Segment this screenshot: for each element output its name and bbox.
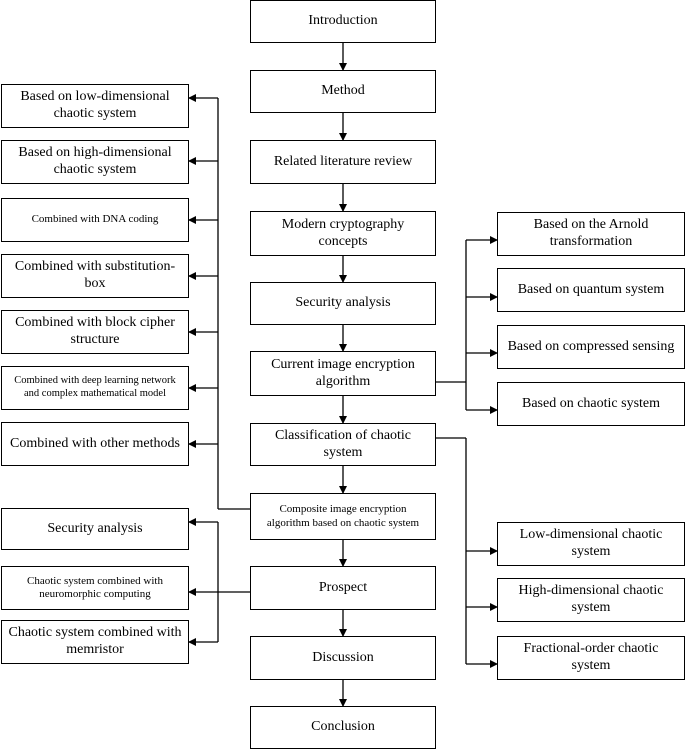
modern-cryptography-label: Modern cryptography concepts: [281, 216, 405, 249]
method-label: Method: [321, 83, 365, 99]
classification-label: Classification of chaotic system: [274, 427, 412, 460]
deep-learning-label: Combined with deep learning network and …: [14, 375, 176, 399]
introduction-label: Introduction: [308, 13, 378, 29]
low-dimensional-chaotic-box: Low-dimensional chaotic system: [497, 522, 685, 566]
quantum-label: Based on quantum system: [517, 281, 665, 297]
dna-coding-label: Combined with DNA coding: [31, 213, 159, 226]
composite-algorithm-box: Composite image encryption algorithm bas…: [250, 493, 436, 540]
compressed-sensing-label: Based on compressed sensing: [507, 338, 675, 354]
composite-algorithm-label: Composite image encryption algorithm bas…: [266, 503, 420, 529]
high-dimensional-based-label: Based on high-dimensional chaotic system: [18, 145, 172, 177]
high-dimensional-chaotic-label: High-dimensional chaotic system: [518, 583, 664, 615]
discussion-label: Discussion: [312, 649, 374, 665]
chaotic-based-box: Based on chaotic system: [497, 382, 685, 426]
other-methods-box: Combined with other methods: [1, 422, 189, 466]
fractional-order-chaotic-box: Fractional-order chaotic system: [497, 636, 685, 680]
method-box: Method: [250, 70, 436, 113]
block-cipher-box: Combined with block cipher structure: [1, 310, 189, 354]
quantum-box: Based on quantum system: [497, 268, 685, 312]
discussion-box: Discussion: [250, 636, 436, 680]
fractional-order-chaotic-label: Fractional-order chaotic system: [523, 641, 659, 673]
arnold-label: Based on the Arnold transformation: [533, 217, 649, 249]
modern-cryptography-box: Modern cryptography concepts: [250, 211, 436, 256]
high-dimensional-based-box: Based on high-dimensional chaotic system: [1, 140, 189, 184]
current-algorithm-label: Current image encryption algorithm: [271, 356, 415, 389]
literature-review-label: Related literature review: [273, 153, 413, 169]
substitution-box-label: Combined with substitution-box: [14, 259, 176, 291]
prospect-security-box: Security analysis: [1, 508, 189, 550]
dna-coding-box: Combined with DNA coding: [1, 198, 189, 242]
low-dimensional-chaotic-label: Low-dimensional chaotic system: [519, 527, 663, 559]
neuromorphic-label: Chaotic system combined with neuromorphi…: [27, 574, 163, 600]
arnold-box: Based on the Arnold transformation: [497, 212, 685, 256]
prospect-label: Prospect: [318, 579, 368, 595]
prospect-security-label: Security analysis: [47, 520, 143, 536]
memristor-box: Chaotic system combined with memristor: [1, 620, 189, 664]
security-analysis-label: Security analysis: [295, 295, 391, 311]
security-analysis-box: Security analysis: [250, 282, 436, 325]
memristor-label: Chaotic system combined with memristor: [8, 625, 182, 657]
literature-review-box: Related literature review: [250, 140, 436, 184]
conclusion-box: Conclusion: [250, 706, 436, 749]
current-algorithm-box: Current image encryption algorithm: [250, 351, 436, 396]
compressed-sensing-box: Based on compressed sensing: [497, 325, 685, 369]
introduction-box: Introduction: [250, 0, 436, 43]
prospect-box: Prospect: [250, 566, 436, 610]
neuromorphic-box: Chaotic system combined with neuromorphi…: [1, 566, 189, 610]
low-dimensional-based-box: Based on low-dimensional chaotic system: [1, 84, 189, 128]
classification-box: Classification of chaotic system: [250, 423, 436, 466]
substitution-box-box: Combined with substitution-box: [1, 254, 189, 298]
deep-learning-box: Combined with deep learning network and …: [1, 366, 189, 410]
high-dimensional-chaotic-box: High-dimensional chaotic system: [497, 578, 685, 622]
conclusion-label: Conclusion: [311, 719, 375, 735]
block-cipher-label: Combined with block cipher structure: [15, 315, 175, 347]
chaotic-based-label: Based on chaotic system: [521, 395, 661, 411]
other-methods-label: Combined with other methods: [10, 435, 180, 451]
low-dimensional-based-label: Based on low-dimensional chaotic system: [20, 89, 170, 121]
